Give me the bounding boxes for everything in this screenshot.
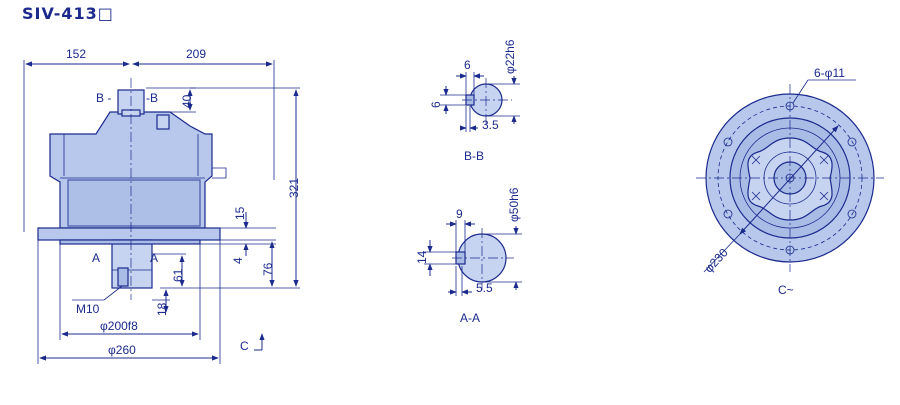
- pilot-dia: φ200f8: [100, 319, 138, 333]
- view-c: φ230 6-φ11 C~: [696, 66, 884, 297]
- key-depth: 6: [429, 101, 443, 108]
- dim-76: 76: [261, 262, 275, 276]
- page-title: SIV-413□: [22, 4, 114, 23]
- section-bb: 6 6 φ22h6 3.5 B-B: [429, 39, 520, 163]
- bolt-head: [156, 114, 170, 130]
- bolt-hole: [723, 209, 733, 219]
- holes-label: 6-φ11: [814, 66, 845, 80]
- dim-209: 209: [186, 47, 206, 61]
- mount-flange: [37, 227, 221, 241]
- bolt-hole: [847, 137, 857, 147]
- dim-61: 61: [171, 268, 185, 282]
- key-width: 6: [464, 58, 471, 72]
- thread-label: M10: [76, 302, 100, 316]
- shaft-dia-a: φ50h6: [507, 187, 521, 222]
- dim-152: 152: [66, 47, 86, 61]
- caption-aa: A-A: [460, 311, 480, 325]
- dim-4: 4: [231, 257, 245, 264]
- caption-bb: B-B: [464, 149, 484, 163]
- flange-dia: φ260: [108, 343, 136, 357]
- section-aa: 9 14 φ50h6 5.5 A-A: [415, 187, 522, 325]
- side-bracket: [212, 167, 227, 179]
- gear-housing-taper: [67, 179, 201, 227]
- section-b-left: B -: [96, 91, 111, 105]
- offset-b: 3.5: [482, 118, 499, 132]
- holes-leader: [792, 79, 809, 104]
- section-a-right: A: [150, 251, 158, 265]
- dim-15: 15: [233, 206, 247, 220]
- bolt-hole: [723, 137, 733, 147]
- view-c-label: C: [240, 339, 249, 353]
- pilot-spigot: [59, 239, 201, 245]
- dim-40: 40: [180, 94, 194, 108]
- caption-c: C~: [778, 283, 794, 297]
- side-view: 152 209 B - -B 40 321 15 4 7: [23, 47, 301, 364]
- pcd-label: φ230: [702, 245, 731, 275]
- leader-m10: [103, 285, 123, 301]
- key-depth-a: 14: [415, 250, 429, 264]
- section-a-left: A: [92, 251, 100, 265]
- pcd-dim-line: [739, 125, 839, 235]
- offset-a: 5.5: [476, 281, 493, 295]
- pcd-leader: [703, 233, 741, 273]
- bolt-hole: [847, 209, 857, 219]
- shaft-dia-b: φ22h6: [503, 39, 517, 74]
- dim-18: 18: [155, 302, 169, 316]
- section-b-right: -B: [146, 91, 158, 105]
- shaft-key: [117, 267, 129, 287]
- dim-321: 321: [287, 178, 301, 198]
- key-width-a: 9: [456, 207, 463, 221]
